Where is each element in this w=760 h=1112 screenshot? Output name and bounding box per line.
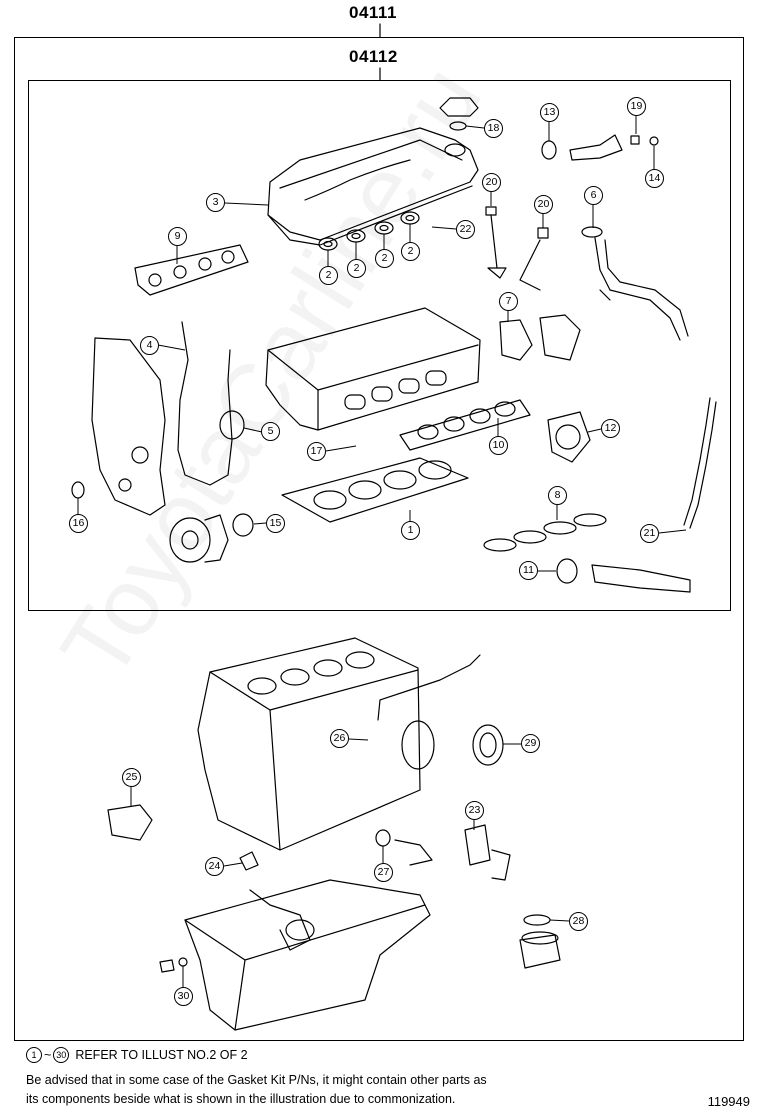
cylinder-head-drawing — [265, 307, 481, 431]
callout-1[interactable]: 1 — [401, 521, 420, 540]
callout-20a[interactable]: 20 — [482, 173, 501, 192]
leader-26 — [348, 738, 369, 741]
callout-13[interactable]: 13 — [540, 103, 559, 122]
leader-17 — [325, 445, 357, 452]
callout-9[interactable]: 9 — [168, 227, 187, 246]
water-pump-gasket-drawing — [547, 411, 591, 463]
leader-5 — [243, 427, 263, 433]
rear-oil-seal-drawing — [472, 724, 504, 766]
callout-19[interactable]: 19 — [627, 97, 646, 116]
callout-8[interactable]: 8 — [548, 486, 567, 505]
callout-21[interactable]: 21 — [640, 524, 659, 543]
manifold-gasket-drawing — [134, 244, 249, 296]
assembly-code-inner[interactable]: 04112 — [349, 47, 398, 66]
callout-2b[interactable]: 2 — [347, 259, 366, 278]
callout-2d[interactable]: 2 — [401, 242, 420, 261]
leader-22 — [431, 226, 457, 230]
bracket-27-drawing — [394, 839, 433, 866]
gasket-25-drawing — [107, 804, 153, 841]
callout-18[interactable]: 18 — [484, 119, 503, 138]
timing-chain-cover-drawing — [91, 337, 166, 516]
leader-15 — [253, 522, 267, 525]
dipstick-guide-drawing — [683, 397, 717, 529]
oil-pan-drawing — [184, 879, 431, 1031]
callout-2a[interactable]: 2 — [319, 266, 338, 285]
figure-number: 119949 — [707, 1094, 750, 1109]
callout-12[interactable]: 12 — [601, 419, 620, 438]
plug-30-drawing — [159, 959, 175, 973]
front-pulley-drawing — [169, 513, 254, 563]
water-inlet-pipe-drawing — [581, 226, 689, 341]
oring-5-drawing — [219, 410, 245, 440]
gasket-7-drawing — [499, 314, 581, 361]
leader-12 — [587, 428, 602, 433]
callout-17[interactable]: 17 — [307, 442, 326, 461]
leader-21 — [658, 529, 687, 534]
cylinder-head-gasket-drawing — [281, 457, 469, 523]
callout-2c[interactable]: 2 — [375, 249, 394, 268]
callout-16[interactable]: 16 — [69, 514, 88, 533]
assembly-code-outer[interactable]: 04111 — [349, 3, 397, 22]
callout-29[interactable]: 29 — [521, 734, 540, 753]
cylinder-head-cover-drawing — [267, 127, 479, 246]
refer-from-circle: 1 — [26, 1047, 42, 1063]
refer-to-circle: 30 — [53, 1047, 70, 1063]
refer-text: REFER TO ILLUST NO.2 OF 2 — [75, 1048, 248, 1062]
callout-6[interactable]: 6 — [584, 186, 603, 205]
callout-27[interactable]: 27 — [374, 863, 393, 882]
oil-filter-drawing — [519, 914, 561, 969]
leader-24 — [223, 862, 243, 867]
callout-25[interactable]: 25 — [122, 768, 141, 787]
callout-24[interactable]: 24 — [205, 857, 224, 876]
leader-18 — [465, 125, 485, 129]
refer-note: 1 ~ 30 REFER TO ILLUST NO.2 OF 2 — [26, 1047, 248, 1063]
leader-4 — [157, 344, 186, 351]
assembly-frame-inner — [28, 80, 731, 611]
callout-10[interactable]: 10 — [489, 436, 508, 455]
callout-20b[interactable]: 20 — [534, 195, 553, 214]
sensor-23-drawing — [464, 824, 511, 881]
callout-4[interactable]: 4 — [140, 336, 159, 355]
callout-11[interactable]: 11 — [519, 561, 538, 580]
callout-14[interactable]: 14 — [645, 169, 664, 188]
exhaust-gaskets-drawing — [483, 513, 607, 552]
callout-3[interactable]: 3 — [206, 193, 225, 212]
callout-28[interactable]: 28 — [569, 912, 588, 931]
callout-30[interactable]: 30 — [174, 987, 193, 1006]
callout-5[interactable]: 5 — [261, 422, 280, 441]
callout-15[interactable]: 15 — [266, 514, 285, 533]
callout-23[interactable]: 23 — [465, 801, 484, 820]
cylinder-block-drawing — [197, 637, 481, 851]
advisory-line-2: its components beside what is shown in t… — [26, 1092, 456, 1106]
tilde-glyph: ~ — [44, 1048, 52, 1062]
callout-22[interactable]: 22 — [456, 220, 475, 239]
timing-cover-gasket-drawing — [177, 321, 233, 486]
assembly-frame-outer — [14, 37, 744, 1041]
valves-drawing — [485, 206, 549, 291]
leader-28 — [549, 919, 570, 922]
leader-3 — [224, 202, 269, 206]
intake-manifold-gasket-drawing — [399, 399, 531, 451]
exhaust-pipe-drawing — [556, 558, 691, 593]
callout-26[interactable]: 26 — [330, 729, 349, 748]
callout-7[interactable]: 7 — [499, 292, 518, 311]
advisory-line-1: Be advised that in some case of the Gask… — [26, 1073, 487, 1087]
drain-plug-24-drawing — [239, 851, 259, 871]
